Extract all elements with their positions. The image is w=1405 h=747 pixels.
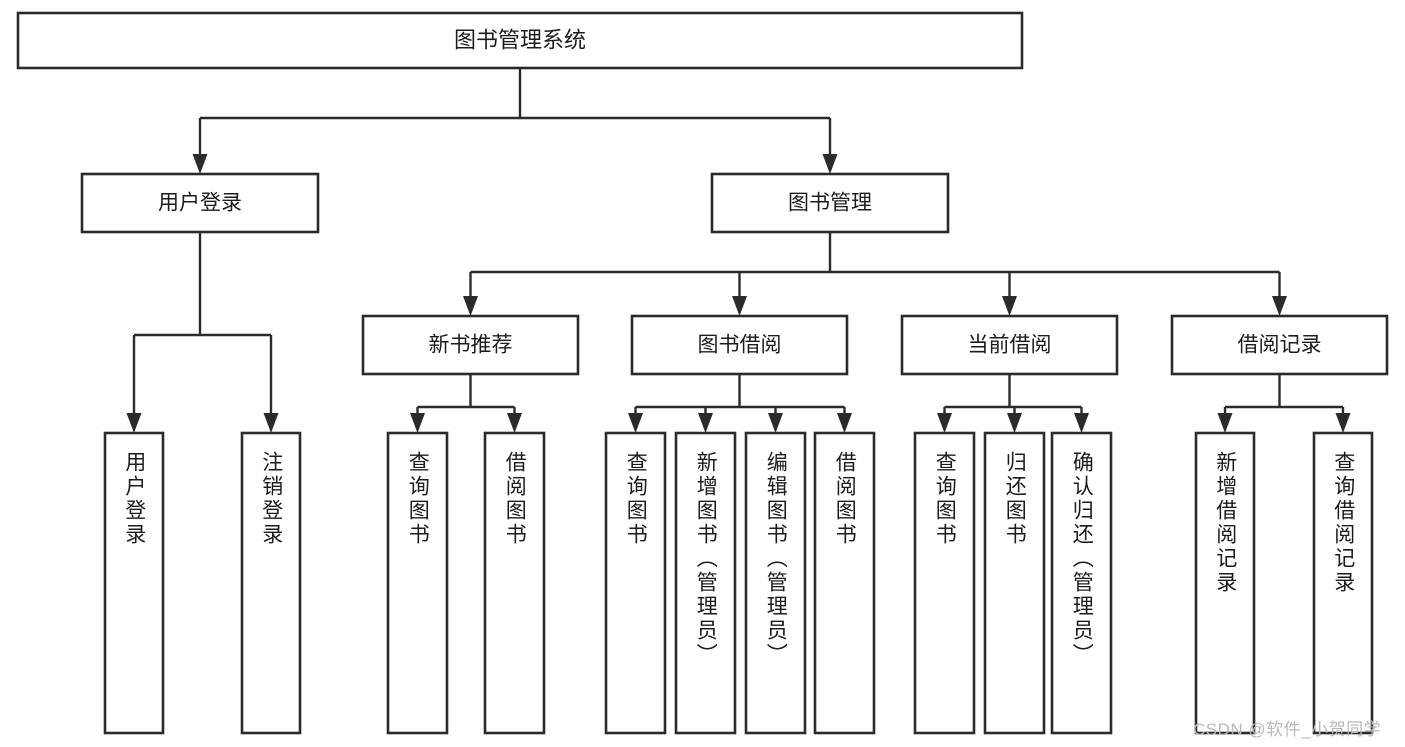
node-label-user-login: 用户登录: [158, 192, 242, 215]
node-box-leaf-add-book: [674, 431, 737, 735]
arrow-to-leaf-logout: [263, 413, 279, 433]
arrow-to-leaf-query-book-3: [937, 413, 952, 433]
node-box-leaf-query-book-1: [386, 431, 449, 735]
node-box-root: [16, 11, 1024, 70]
node-box-borrow-record: [1170, 314, 1389, 376]
node-box-current-borrow: [900, 314, 1119, 376]
node-label-book-borrow: 图书借阅: [698, 334, 782, 357]
node-box-leaf-user-login: [103, 431, 165, 735]
arrow-to-book-borrow: [732, 296, 747, 316]
arrow-to-leaf-return-book: [1007, 413, 1022, 433]
arrow-to-new-book-rec: [463, 296, 478, 316]
node-box-book-borrow: [630, 314, 849, 376]
arrow-to-user-login: [192, 154, 208, 174]
node-box-leaf-add-record: [1194, 431, 1256, 735]
node-box-leaf-confirm-return: [1050, 431, 1113, 735]
arrow-to-borrow-record: [1272, 296, 1287, 316]
node-box-book-manage: [710, 172, 950, 234]
node-box-leaf-query-record: [1312, 431, 1374, 735]
node-box-leaf-borrow-book-1: [483, 431, 546, 735]
arrow-to-leaf-borrow-book-2: [837, 413, 852, 433]
arrow-to-current-borrow: [1002, 296, 1017, 316]
node-label-new-book-rec: 新书推荐: [429, 334, 513, 357]
node-box-leaf-return-book: [983, 431, 1046, 735]
arrow-to-leaf-query-record: [1335, 413, 1351, 433]
arrow-to-leaf-query-book-2: [628, 413, 643, 433]
node-label-current-borrow: 当前借阅: [968, 334, 1052, 357]
node-label-book-manage: 图书管理: [788, 192, 872, 215]
arrow-to-leaf-confirm-return: [1074, 413, 1089, 433]
node-label-root: 图书管理系统: [454, 27, 586, 52]
arrow-to-leaf-add-record: [1217, 413, 1233, 433]
box-layer: [16, 11, 1389, 735]
node-box-leaf-edit-book: [744, 431, 807, 735]
node-box-user-login: [80, 172, 320, 234]
node-box-leaf-query-book-2: [604, 431, 667, 735]
arrow-to-leaf-query-book-1: [410, 413, 425, 433]
arrow-to-leaf-user-login: [126, 413, 142, 433]
arrow-to-book-manage: [822, 154, 838, 174]
arrow-to-leaf-add-book: [698, 413, 713, 433]
node-box-leaf-borrow-book-2: [813, 431, 876, 735]
connector-layer: [126, 68, 1351, 433]
node-box-leaf-logout: [240, 431, 302, 735]
arrow-to-leaf-edit-book: [768, 413, 783, 433]
node-box-leaf-query-book-3: [913, 431, 976, 735]
node-label-borrow-record: 借阅记录: [1238, 334, 1322, 357]
node-box-new-book-rec: [361, 314, 580, 376]
arrow-to-leaf-borrow-book-1: [507, 413, 522, 433]
